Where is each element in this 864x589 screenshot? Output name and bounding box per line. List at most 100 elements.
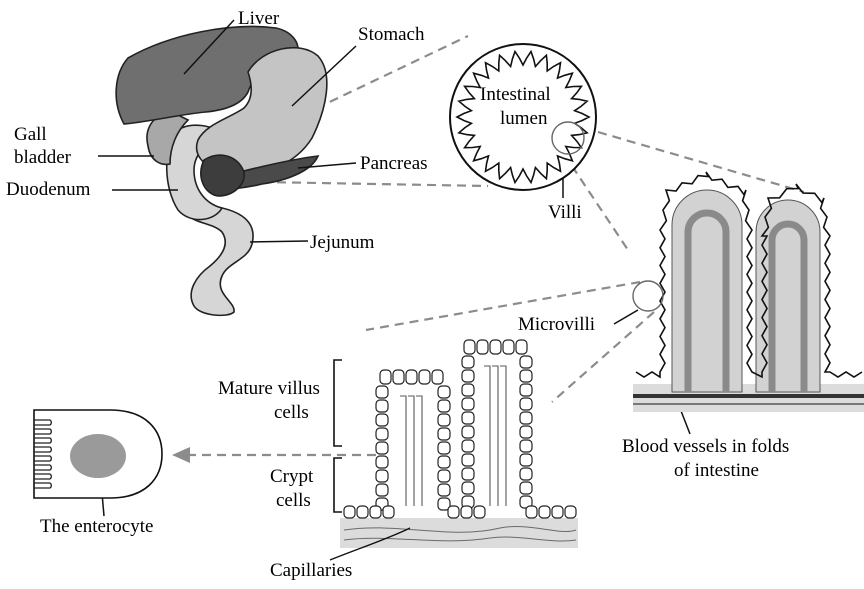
epithelial-cell (376, 386, 388, 398)
epithelial-cell (376, 414, 388, 426)
label-liver: Liver (238, 8, 280, 29)
crypt-villus-section (330, 340, 578, 560)
villus-1-core (672, 190, 742, 392)
epithelial-cell (552, 506, 563, 518)
epithelial-cell (565, 506, 576, 518)
epithelial-cell (438, 428, 450, 440)
epithelial-cell (344, 506, 355, 518)
digestive-organs (116, 26, 327, 315)
epithelial-cell (516, 340, 527, 354)
enterocyte-nucleus (70, 434, 126, 478)
label-gall-bladder-1: Gall (14, 124, 47, 145)
epithelial-cell (438, 400, 450, 412)
epithelial-cell (539, 506, 550, 518)
epithelial-cell (520, 370, 532, 382)
connector-microvilli-to-crypt-top (366, 282, 640, 330)
villus-capillaries (400, 366, 506, 506)
label-jejunum: Jejunum (310, 232, 375, 253)
connector-villi-to-panel-top (598, 132, 804, 192)
epithelial-cell (357, 506, 368, 518)
leader-jejunum (250, 241, 308, 242)
label-mature-villus-1: Mature villus (218, 378, 320, 399)
epithelial-cell (462, 482, 474, 494)
label-enterocyte: The enterocyte (40, 516, 153, 537)
label-stomach: Stomach (358, 24, 425, 45)
villi-wavy-outline (636, 172, 862, 377)
epithelial-cell (383, 506, 394, 518)
epithelial-cell (490, 340, 501, 354)
epithelial-cell (520, 412, 532, 424)
epithelial-cell (376, 456, 388, 468)
epithelial-cell (419, 370, 430, 384)
epithelial-cell (393, 370, 404, 384)
label-blood-vessels-1: Blood vessels in folds (622, 436, 789, 457)
epithelial-cell (520, 384, 532, 396)
epithelial-cell (462, 454, 474, 466)
enterocyte-cell (34, 410, 162, 498)
duodenum-dark-section (201, 155, 244, 196)
epithelial-cell (376, 442, 388, 454)
epithelial-cell (462, 468, 474, 480)
jejunum-tube (186, 205, 253, 315)
epithelial-cell (438, 484, 450, 496)
label-pancreas: Pancreas (360, 153, 428, 174)
epithelial-cell (461, 506, 472, 518)
label-gall-bladder-2: bladder (14, 147, 72, 168)
label-capillaries: Capillaries (270, 560, 352, 581)
label-crypt-1: Crypt (270, 466, 314, 487)
villi-panel (633, 172, 864, 412)
epithelial-cell (503, 340, 514, 354)
bracket-mature-villus (334, 360, 342, 446)
epithelial-cell (438, 386, 450, 398)
epithelial-cell (406, 370, 417, 384)
arrowhead-to-enterocyte (172, 447, 190, 463)
epithelial-cell (462, 440, 474, 452)
submucosa-tissue (340, 518, 578, 548)
label-lumen-2: lumen (500, 108, 548, 129)
label-blood-vessels-2: of intestine (674, 460, 759, 481)
epithelial-cell (520, 398, 532, 410)
label-mature-villus-2: cells (274, 402, 309, 423)
epithelial-cell (370, 506, 381, 518)
epithelial-cell (477, 340, 488, 354)
epithelial-cell (462, 412, 474, 424)
epithelial-cell (462, 384, 474, 396)
epithelial-cell (376, 484, 388, 496)
epithelial-cell (448, 506, 459, 518)
epithelial-cell (376, 470, 388, 482)
epithelial-cell (520, 440, 532, 452)
connector-stomach-to-lumen-bottom (262, 182, 488, 186)
leader-microvilli (614, 310, 638, 324)
epithelial-cell (432, 370, 443, 384)
epithelial-cells (344, 340, 576, 518)
epithelial-cell (438, 442, 450, 454)
label-crypt-2: cells (276, 490, 311, 511)
villus-2-core (756, 200, 820, 392)
label-lumen-1: Intestinal (480, 84, 551, 105)
microvilli-highlight (633, 281, 663, 311)
epithelial-cell (438, 470, 450, 482)
epithelial-cell (376, 428, 388, 440)
bracket-crypt (334, 458, 342, 512)
epithelial-cell (462, 370, 474, 382)
epithelial-cell (464, 340, 475, 354)
epithelial-cell (438, 414, 450, 426)
epithelial-cell (520, 426, 532, 438)
label-duodenum: Duodenum (6, 179, 91, 200)
epithelial-cell (520, 468, 532, 480)
epithelial-cell (520, 482, 532, 494)
epithelial-cell (376, 400, 388, 412)
epithelial-cell (462, 398, 474, 410)
epithelial-cell (474, 506, 485, 518)
epithelial-cell (520, 356, 532, 368)
label-microvilli: Microvilli (518, 314, 595, 335)
epithelial-cell (462, 356, 474, 368)
epithelial-cell (380, 370, 391, 384)
epithelial-cell (520, 454, 532, 466)
epithelial-cell (462, 426, 474, 438)
epithelial-cell (526, 506, 537, 518)
epithelial-cell (438, 456, 450, 468)
label-villi: Villi (548, 202, 582, 223)
